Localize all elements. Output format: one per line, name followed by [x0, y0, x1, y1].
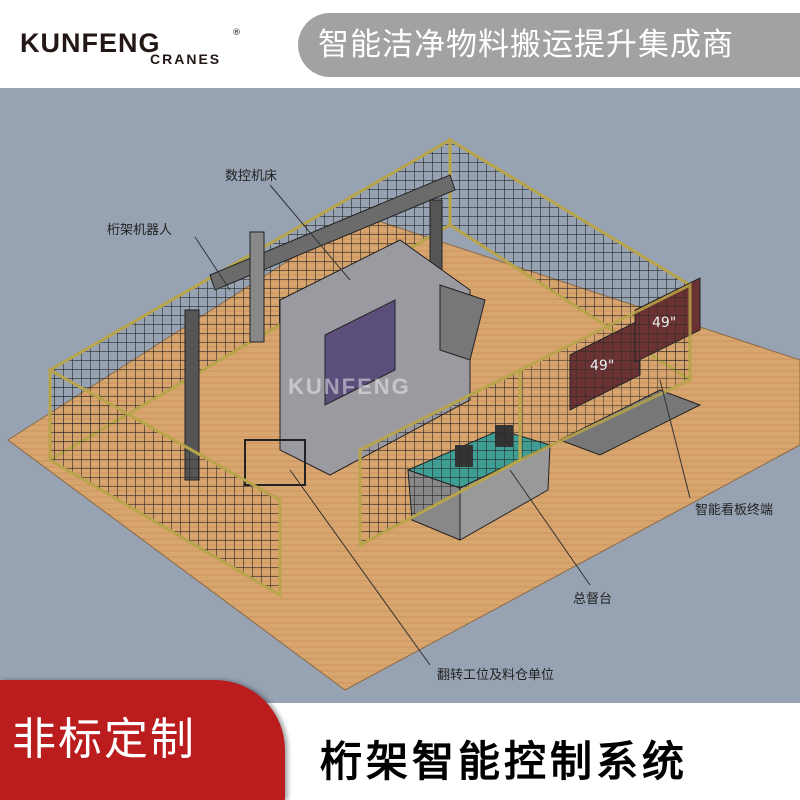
monitor-size-label: 49" — [652, 315, 676, 331]
leader-lines — [194, 184, 691, 666]
logo-sub-text: CRANES — [150, 51, 222, 67]
fence-front-left — [48, 367, 282, 598]
callout-gantry-robot: 桁架机器人 — [107, 223, 173, 238]
watermark: KUNFENG — [288, 374, 411, 399]
product-title: 桁架智能控制系统 — [320, 737, 689, 786]
logo-registered-mark: ® — [232, 28, 241, 38]
callout-kanban-terminal: 智能看板终端 — [695, 503, 774, 518]
diagram-stage: 49" 49" KUNFENG 数控机床 桁架机器人 智能看板终端 总督台 翻转… — [0, 88, 800, 703]
callout-console: 总督台 — [573, 592, 613, 607]
kunfeng-logo: KUNFENG ® CRANES — [20, 28, 241, 72]
fence-right — [518, 282, 692, 463]
gantry-beam — [209, 174, 456, 291]
callout-cnc-machine: 数控机床 — [225, 169, 278, 184]
gantry-arm — [249, 231, 265, 343]
custom-badge: 非标定制 — [0, 680, 285, 800]
flip-station — [244, 439, 306, 486]
gantry-system-render: 49" 49" — [7, 137, 800, 691]
header: KUNFENG ® CRANES 智能洁净物料搬运提升集成商 — [0, 0, 800, 88]
callout-flip-station: 翻转工位及料仓单位 — [437, 668, 555, 683]
logo-main-text: KUNFENG — [20, 28, 161, 58]
monitor-size-label: 49" — [590, 358, 614, 374]
slogan-banner: 智能洁净物料搬运提升集成商 — [298, 13, 800, 77]
